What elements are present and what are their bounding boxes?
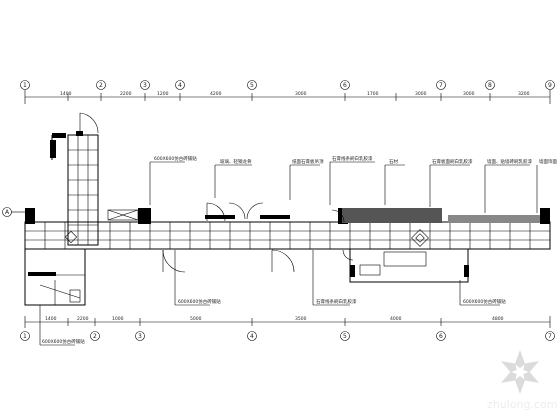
dimension-text: 2200: [120, 91, 132, 97]
lower-room: [349, 248, 469, 283]
callout-text: 600X600仿古砖铺贴: [42, 338, 85, 345]
callout-text: 玻璃、轻钢龙骨: [220, 158, 252, 165]
dimension-text: 3500: [295, 316, 307, 322]
dimension-text: 1700: [367, 91, 379, 97]
dimension-text: 3200: [518, 91, 530, 97]
axis-label: 4: [178, 82, 182, 89]
callouts-top: 600X600仿古砖铺贴 玻璃、轻钢龙骨 纸面石膏板吊顶 石膏线条刷白乳胶漆 石…: [149, 155, 557, 213]
axis-label: A: [5, 209, 10, 216]
lower-left-section: [24, 248, 86, 306]
axis-label: 9: [548, 82, 552, 89]
dimension-text: 4800: [492, 316, 504, 322]
axis-label: 2: [93, 333, 97, 340]
axis-label: 7: [439, 82, 443, 89]
watermark-logo: zhulong.com: [487, 350, 557, 411]
top-dimension-line: [24, 90, 551, 104]
callout-text: 墙面、贴墙砖刷乳胶漆: [487, 158, 532, 165]
dimension-text: 3000: [295, 91, 307, 97]
callout-text: 石膏线条刷白乳胶漆: [332, 155, 373, 162]
axis-label: 6: [439, 333, 443, 340]
axis-label: 8: [488, 82, 492, 89]
axis-label: 3: [143, 82, 147, 89]
axis-label: 4: [250, 333, 254, 340]
watermark-text: zhulong.com: [487, 398, 557, 411]
callout-text: 600X600仿古砖铺贴: [463, 298, 506, 305]
left-wing: [50, 112, 99, 246]
doors-lower: [162, 249, 354, 273]
axis-label: 1: [23, 333, 27, 340]
callout-text: 石材: [389, 158, 398, 165]
axis-label: 7: [548, 333, 552, 340]
callout-text: 墙面饰面: [539, 158, 557, 165]
dimension-text: 1400: [60, 91, 72, 97]
dimension-text: 4000: [390, 316, 402, 322]
axis-label: 5: [343, 333, 347, 340]
axis-label: 5: [250, 82, 254, 89]
callouts-bottom: 600X600仿古砖铺贴 石膏线条刷白乳胶漆 600X600仿古砖铺贴 600X…: [39, 250, 506, 346]
doors-upper: [205, 202, 345, 223]
main-corridor: [24, 208, 551, 250]
callout-text: 600X600仿古砖铺贴: [178, 298, 221, 305]
top-axis-bubbles: 1 2 3 4 5 6 7 8 9: [20, 80, 555, 90]
top-dimension-values: 1400 2200 1200 4200 3000 1700 3000 3000 …: [60, 91, 530, 97]
axis-label: 1: [23, 82, 27, 89]
floor-medallion: [64, 229, 429, 247]
dimension-text: 1200: [157, 91, 169, 97]
callout-text: 石膏板面刷白乳胶漆: [432, 158, 473, 165]
axis-label: 3: [138, 333, 142, 340]
callout-text: 纸面石膏板吊顶: [292, 158, 324, 165]
dimension-text: 1000: [112, 316, 124, 322]
axis-label: 6: [343, 82, 347, 89]
dimension-text: 3000: [463, 91, 475, 97]
bottom-dimension-line: 1400 2200 1000 5000 3500 4000 4800: [24, 316, 551, 328]
bottom-axis-bubbles: 1 2 3 4 5 6 7: [20, 331, 555, 341]
callout-text: 石膏线条刷白乳胶漆: [316, 298, 357, 305]
dimension-text: 5000: [190, 316, 202, 322]
dimension-text: 4200: [210, 91, 222, 97]
dimension-text: 3000: [415, 91, 427, 97]
callout-text: 600X600仿古砖铺贴: [154, 155, 197, 162]
dimension-text: 2200: [77, 316, 89, 322]
axis-label: 2: [99, 82, 103, 89]
row-axis: A: [2, 207, 25, 217]
dimension-text: 1400: [45, 316, 57, 322]
